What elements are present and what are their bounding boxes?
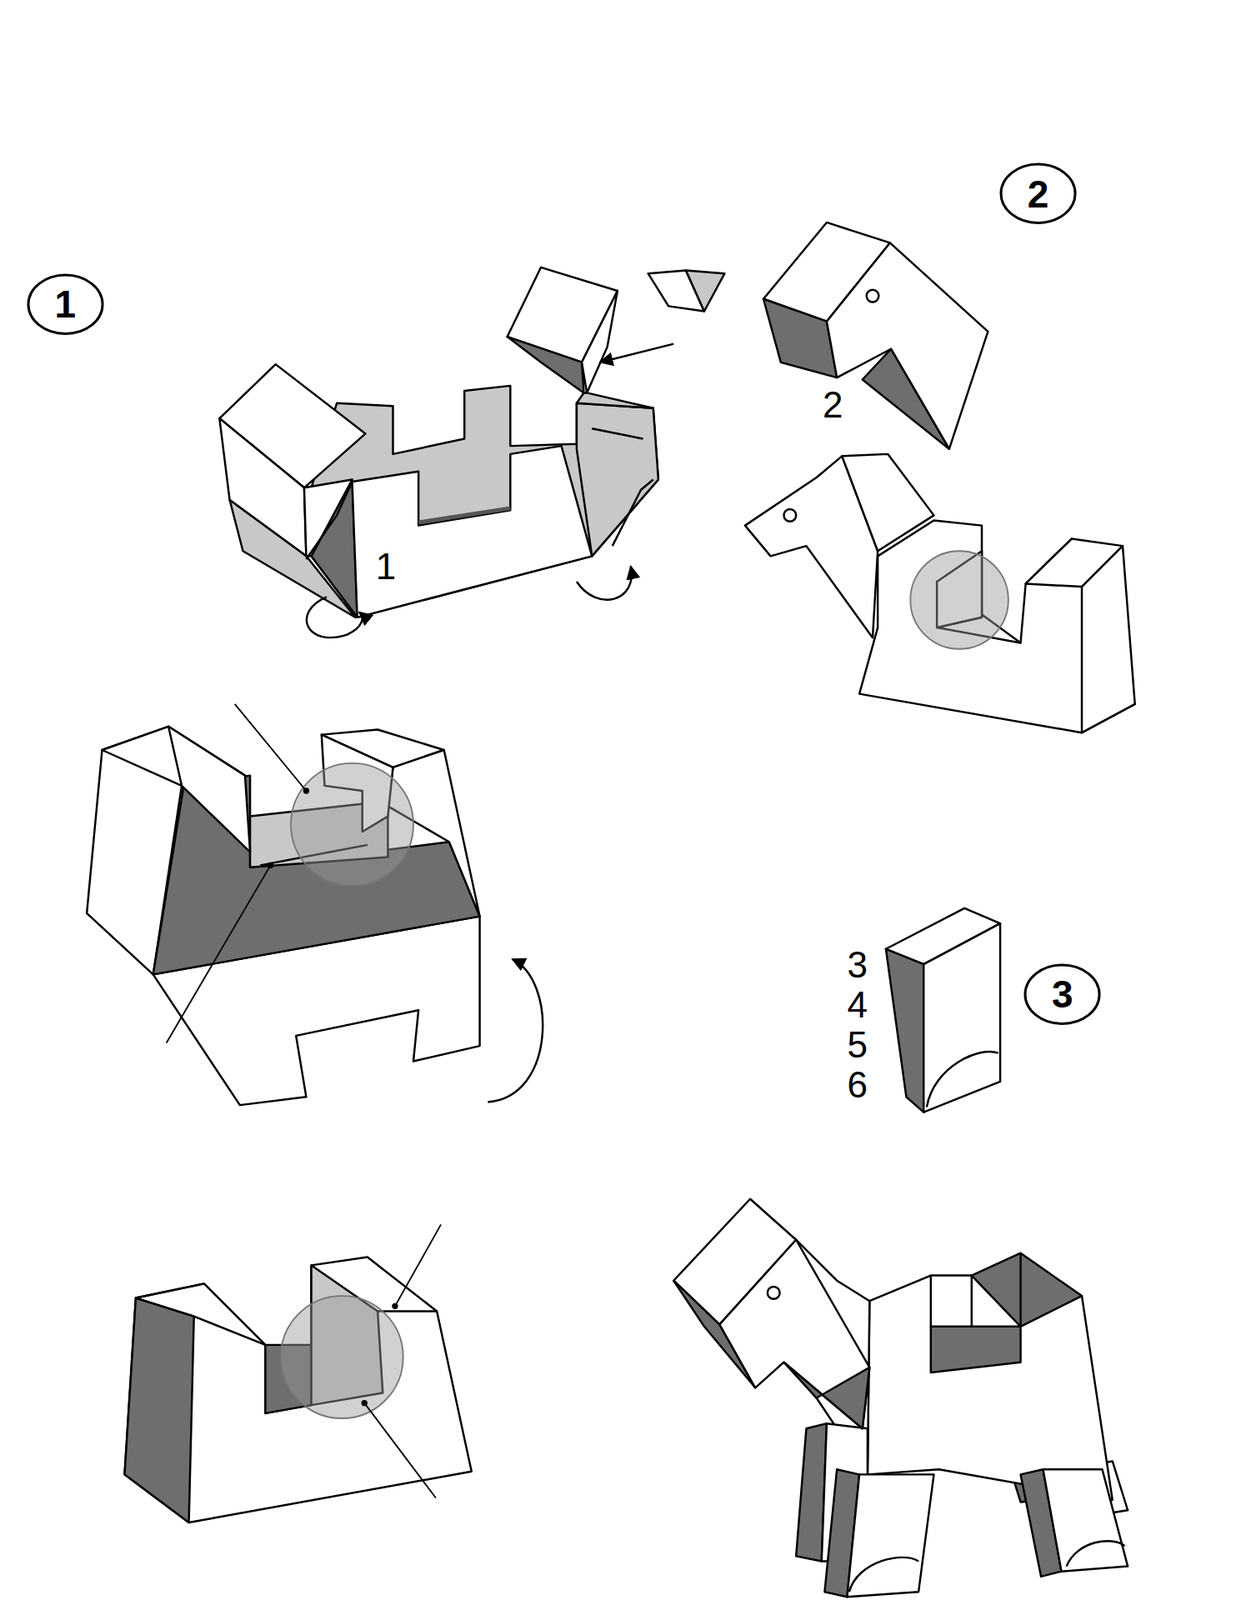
drawing-shape: [612, 480, 654, 547]
step-number: 2: [999, 162, 1077, 225]
glue-dot: [267, 862, 274, 869]
drawing-shape: [418, 508, 511, 523]
fold-arrow: [576, 566, 632, 601]
drawing-shape: [719, 1240, 870, 1430]
drawing-shape: [1043, 1469, 1129, 1572]
insert-arrow: [600, 344, 674, 363]
step-number: 3: [1023, 963, 1101, 1026]
drawing-shape: [124, 1257, 471, 1523]
drawing-shape: [926, 1051, 999, 1108]
drawing-shape: [1081, 545, 1136, 733]
drawing-shape: [685, 270, 726, 311]
drawing-shape: [923, 923, 1001, 1113]
drawing-shape: [930, 1326, 1021, 1373]
drawing-shape: [591, 428, 643, 439]
glue-dot: [361, 1400, 368, 1407]
drawing-shape: [971, 1253, 1082, 1327]
folded-body: [86, 726, 480, 1106]
drawing-shape: [194, 1316, 266, 1346]
part-number: 3: [846, 946, 867, 984]
drawing-shape: [135, 1283, 205, 1317]
leader-line: [395, 1224, 441, 1307]
drawing-shape: [763, 299, 837, 378]
drawing-shape: [867, 1276, 1113, 1501]
part-number: 1: [375, 548, 396, 586]
leader-line: [364, 1403, 436, 1499]
detail-circle: [290, 763, 414, 886]
body-with-neck: [745, 454, 1136, 733]
drawing-shape: [124, 1298, 194, 1523]
drawing-shape: [849, 1557, 919, 1592]
leader-line: [166, 865, 271, 1043]
drawing-shape: [862, 349, 950, 450]
head-part: [763, 222, 988, 450]
drawing-shape: [377, 1310, 437, 1312]
drawing-shape: [783, 509, 796, 522]
part-number: 6: [846, 1066, 867, 1104]
step-number-text: 1: [55, 285, 77, 324]
step-number-text: 3: [1051, 975, 1074, 1014]
drawing-shape: [783, 1362, 870, 1430]
drawing-shape: [311, 385, 659, 618]
detail-circle: [910, 550, 1009, 650]
closed-body: [124, 1257, 471, 1523]
drawing-shape: [352, 445, 593, 618]
part-number: 4: [846, 986, 867, 1024]
unfolded-body: [219, 267, 725, 618]
drawing-shape: [1019, 1253, 1021, 1327]
glue-dot: [303, 787, 310, 794]
step-ellipse-outline: [28, 275, 103, 334]
drawing-shape: [1066, 1541, 1126, 1567]
glue-dot: [391, 1303, 398, 1310]
drawing-shape: [168, 726, 251, 853]
drawing-shape: [304, 480, 353, 557]
drawing-shape: [576, 403, 659, 557]
drawing-shape: [866, 290, 880, 303]
step-number-text: 2: [1027, 175, 1050, 214]
step-number: 1: [26, 273, 105, 336]
drawing-shape: [885, 949, 924, 1113]
fold-arrow: [306, 596, 363, 638]
step-ellipse-outline: [1000, 164, 1076, 223]
fold-arrow: [487, 959, 543, 1102]
drawing-shape: [767, 1286, 781, 1300]
drawing-shape: [859, 520, 1136, 733]
drawing-shape: [576, 392, 654, 408]
part-number: 5: [846, 1026, 867, 1064]
finished-horse: [673, 1199, 1128, 1598]
detail-circle: [280, 1296, 404, 1419]
drawing-shape: [581, 290, 618, 393]
drawing-shape: [930, 1276, 972, 1327]
part-number: 2: [822, 386, 843, 424]
drawing-shape: [507, 336, 585, 393]
leader-line: [235, 704, 307, 791]
step-ellipse-outline: [1025, 965, 1100, 1024]
drawing-shape: [305, 481, 352, 560]
drawing-shape: [826, 242, 988, 449]
drawing-shape: [846, 1474, 934, 1597]
leg-part: [885, 908, 1001, 1113]
